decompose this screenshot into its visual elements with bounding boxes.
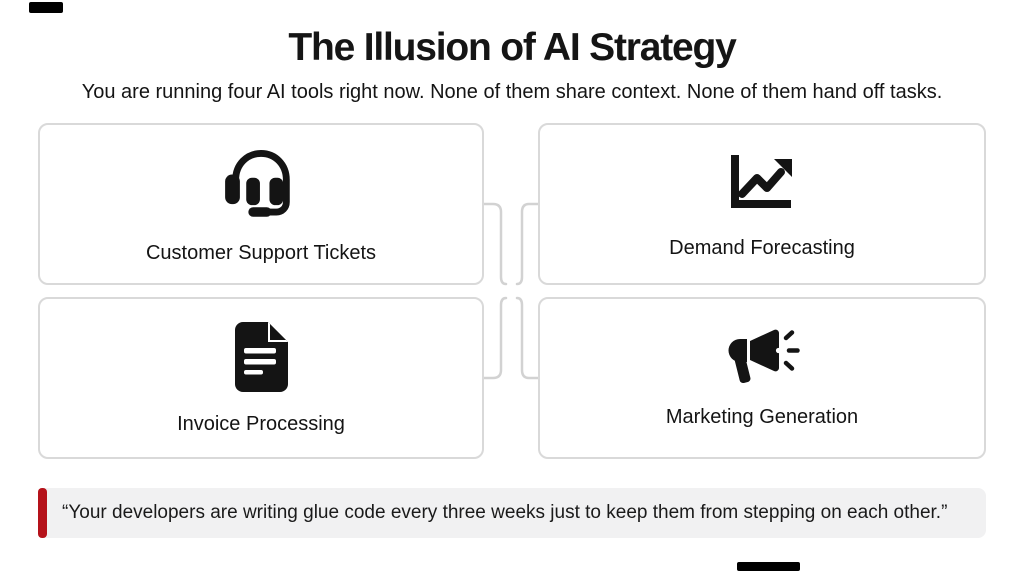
card-label: Customer Support Tickets <box>145 242 377 264</box>
document-icon <box>234 322 288 392</box>
card-label: Invoice Processing <box>177 413 345 435</box>
card-demand-forecasting: Demand Forecasting <box>538 123 986 285</box>
trend-chart-icon <box>731 155 792 208</box>
black-marker-bottom <box>737 562 800 571</box>
page-subtitle: You are running four AI tools right now.… <box>81 81 943 103</box>
quote-bar: “Your developers are writing glue code e… <box>38 488 986 538</box>
card-label: Marketing Generation <box>665 406 859 428</box>
card-label: Demand Forecasting <box>669 237 855 259</box>
quote-accent-bar <box>38 488 47 538</box>
card-customer-support: Customer Support Tickets <box>38 123 484 285</box>
page-title: The Illusion of AI Strategy <box>288 26 736 69</box>
quote-text: “Your developers are writing glue code e… <box>62 502 948 523</box>
card-invoice-processing: Invoice Processing <box>38 297 484 459</box>
card-marketing-generation: Marketing Generation <box>538 297 986 459</box>
megaphone-icon <box>728 329 800 384</box>
black-marker-top-left <box>29 2 63 13</box>
headset-icon <box>225 150 290 217</box>
